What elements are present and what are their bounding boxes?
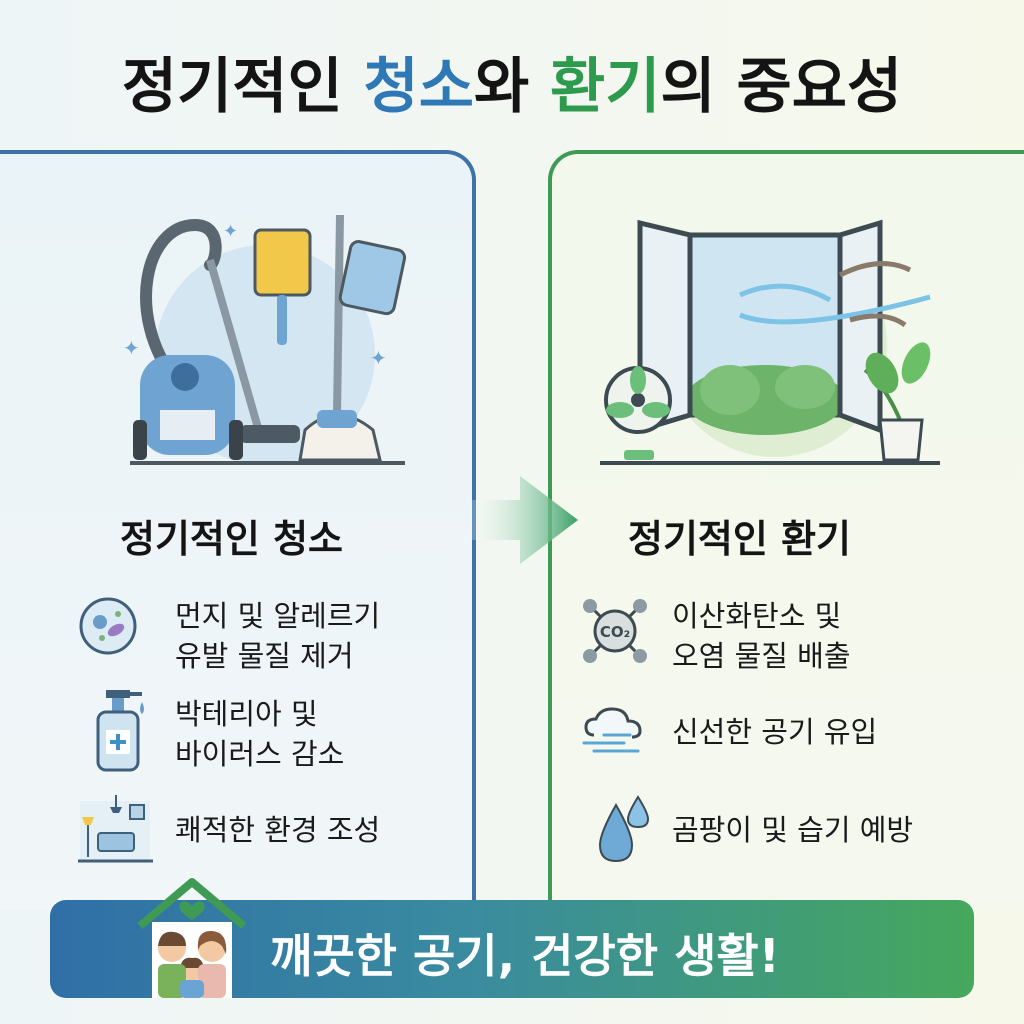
ventilation-item-1-line-1: 이산화탄소 및	[672, 599, 842, 633]
cleaning-heading: 정기적인 청소	[120, 517, 343, 561]
title-cleaning-word: 청소	[363, 52, 474, 122]
title-part-1: 정기적인	[121, 52, 364, 122]
svg-text:✦: ✦	[370, 346, 387, 370]
svg-text:✦: ✦	[123, 336, 140, 360]
ventilation-heading: 정기적인 환기	[628, 517, 851, 561]
cleaning-item-3: 쾌적한 환경 조성	[175, 813, 381, 847]
co2-label: CO₂	[600, 623, 630, 641]
title-ventilation-word: 환기	[550, 52, 661, 122]
sanitizer-bottle-icon	[96, 690, 144, 772]
water-drops-icon	[598, 795, 650, 863]
banner-slogan: 깨끗한 공기, 건강한 생활!	[270, 929, 780, 983]
cleaning-tools-illustration: ✦ ✦ ✦	[123, 214, 407, 465]
ventilation-item-1: 이산화탄소 및 오염 물질 배출	[672, 596, 851, 676]
cleaning-item-2-line-2: 바이러스 감소	[175, 737, 345, 771]
cleaning-item-1-line-2: 유발 물질 제거	[175, 639, 354, 673]
title-part-3: 의 중요성	[660, 52, 903, 122]
cleaning-item-2-line-1: 박테리아 및	[175, 697, 318, 731]
arrow-right-icon	[470, 476, 578, 564]
cleaning-item-1-line-1: 먼지 및 알레르기	[175, 599, 381, 633]
living-room-icon	[78, 795, 153, 863]
open-window-illustration	[600, 219, 940, 465]
ventilation-item-1-line-2: 오염 물질 배출	[672, 639, 851, 673]
co2-molecule-icon: CO₂	[583, 599, 647, 663]
cleaning-item-2: 박테리아 및 바이러스 감소	[175, 694, 344, 774]
title-part-2: 와	[473, 52, 551, 122]
ventilation-item-2: 신선한 공기 유입	[672, 715, 878, 749]
cloud-wind-icon	[582, 707, 642, 753]
svg-text:✦: ✦	[223, 221, 238, 242]
ventilation-item-3: 곰팡이 및 습기 예방	[672, 813, 914, 847]
cleaning-item-1: 먼지 및 알레르기 유발 물질 제거	[175, 596, 380, 676]
page-title: 정기적인 청소와 환기의 중요성	[0, 38, 1024, 125]
family-house-icon	[137, 878, 247, 998]
germ-icon	[79, 597, 137, 655]
